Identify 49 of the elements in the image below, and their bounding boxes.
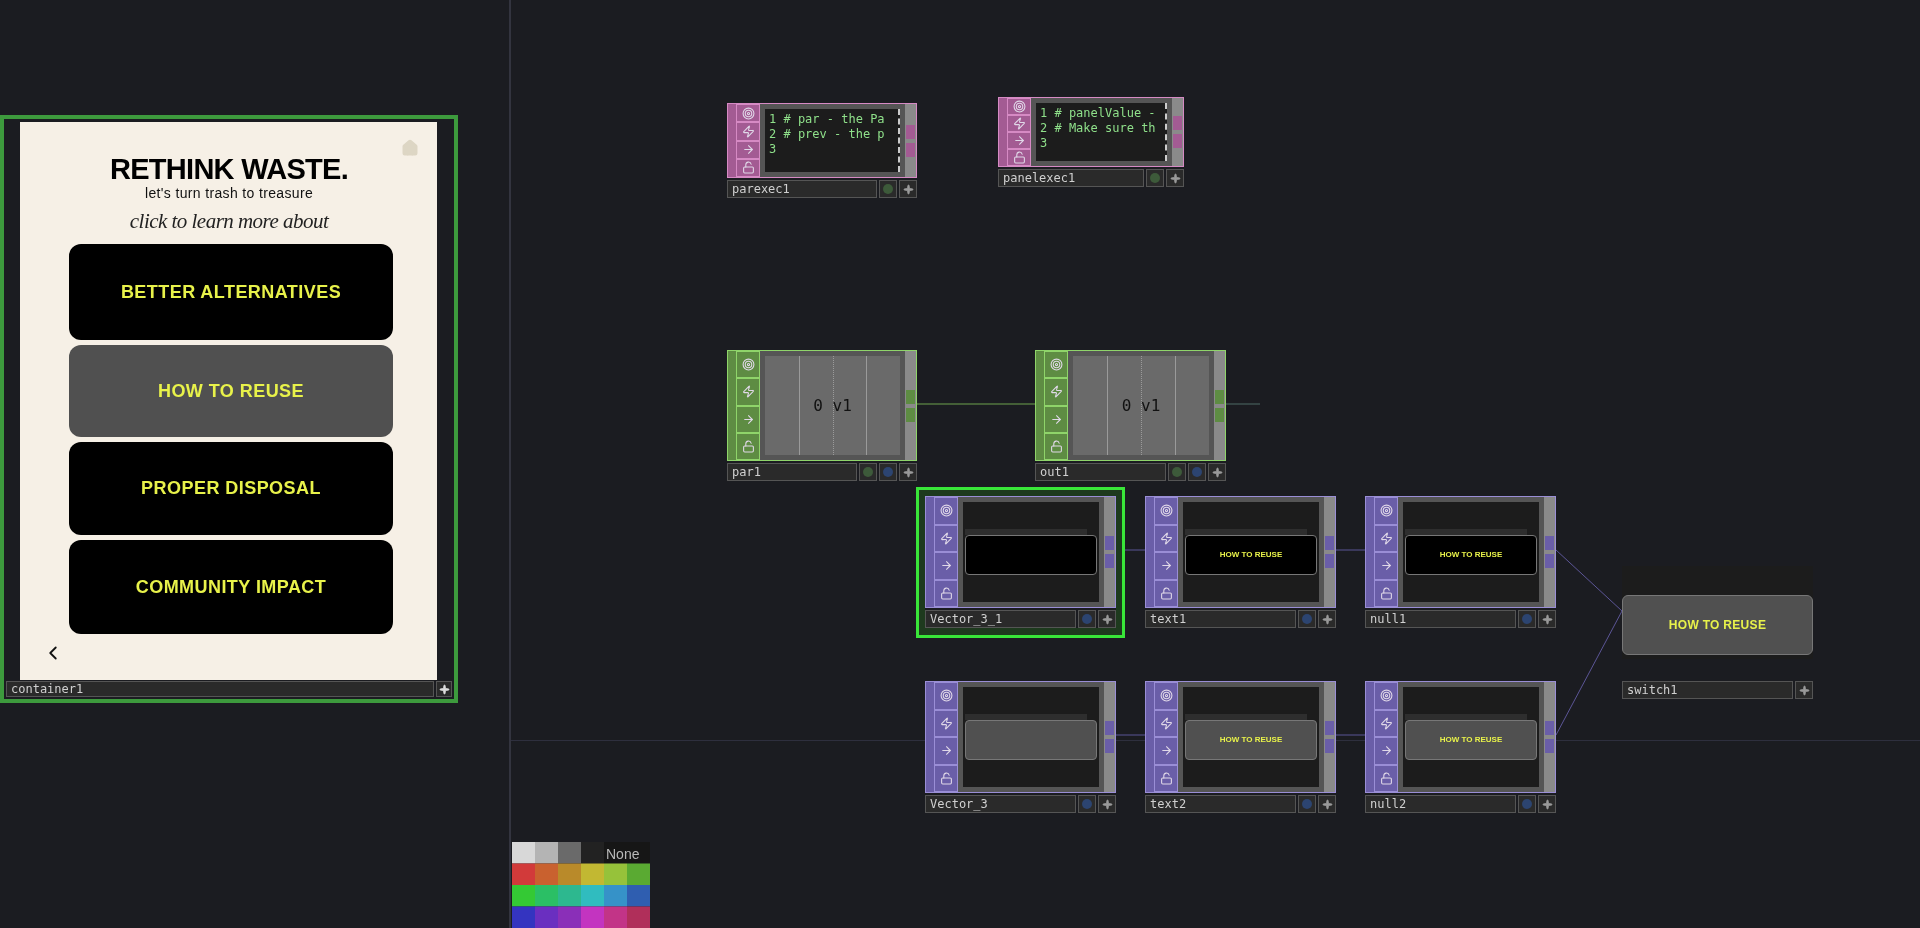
operator-node [925, 681, 1116, 813]
page-title: RETHINK WASTE. [110, 155, 348, 184]
name-field: text1 [1145, 610, 1296, 628]
text-preview: HOW TO REUSE [1622, 595, 1813, 655]
channel-value: 0 v1 [1121, 394, 1161, 417]
name-field: Vector_3_1 [925, 610, 1076, 628]
page-subtitle: let's turn trash to treasure [144, 186, 314, 200]
name-field: switch1 [1622, 681, 1793, 699]
code-line: 1 # panelValue - [1040, 106, 1157, 121]
operator-node [1145, 681, 1336, 813]
name-field: text2 [1145, 795, 1296, 813]
connector-line [1555, 549, 1623, 612]
connector-line [916, 403, 1036, 405]
name-field: panelexec1 [998, 169, 1144, 187]
menu-button: PROPER DISPOSAL [69, 442, 393, 535]
code-line: 2 # Make sure th [1040, 121, 1157, 136]
text-preview: HOW TO REUSE [1405, 720, 1537, 760]
operator-node [998, 97, 1184, 187]
code-line: 3 [1040, 136, 1049, 151]
channel-value: 0 v1 [813, 394, 852, 417]
prompt-text: click to learn more about [129, 211, 329, 232]
menu-button: COMMUNITY IMPACT [69, 540, 393, 634]
operator-node [1035, 350, 1226, 481]
operator-node [1145, 496, 1336, 628]
connector-line [1115, 734, 1146, 736]
name-field: parexec1 [727, 180, 877, 198]
palette-option: None [606, 844, 640, 865]
connector-line [1225, 403, 1261, 405]
code-line: 2 # prev - the p [769, 127, 886, 142]
menu-button: BETTER ALTERNATIVES [69, 244, 393, 340]
text-preview: HOW TO REUSE [1185, 535, 1317, 575]
code-line: 3 [769, 142, 778, 157]
name-field: container1 [6, 681, 434, 697]
name-field: out1 [1035, 463, 1166, 481]
operator-node [1365, 496, 1556, 628]
name-field: null1 [1365, 610, 1516, 628]
connector-line [1335, 734, 1366, 736]
name-field: null2 [1365, 795, 1516, 813]
operator-node [727, 350, 917, 481]
operator-node [727, 103, 917, 198]
operator-node [925, 496, 1116, 628]
name-field: par1 [727, 463, 857, 481]
code-line: 1 # par - the Pa [769, 112, 886, 127]
text-preview: HOW TO REUSE [1405, 535, 1537, 575]
name-field: Vector_3 [925, 795, 1076, 813]
operator-node [1365, 681, 1556, 813]
connector-line [1335, 549, 1366, 551]
text-preview: HOW TO REUSE [1185, 720, 1317, 760]
menu-button: HOW TO REUSE [69, 345, 393, 437]
